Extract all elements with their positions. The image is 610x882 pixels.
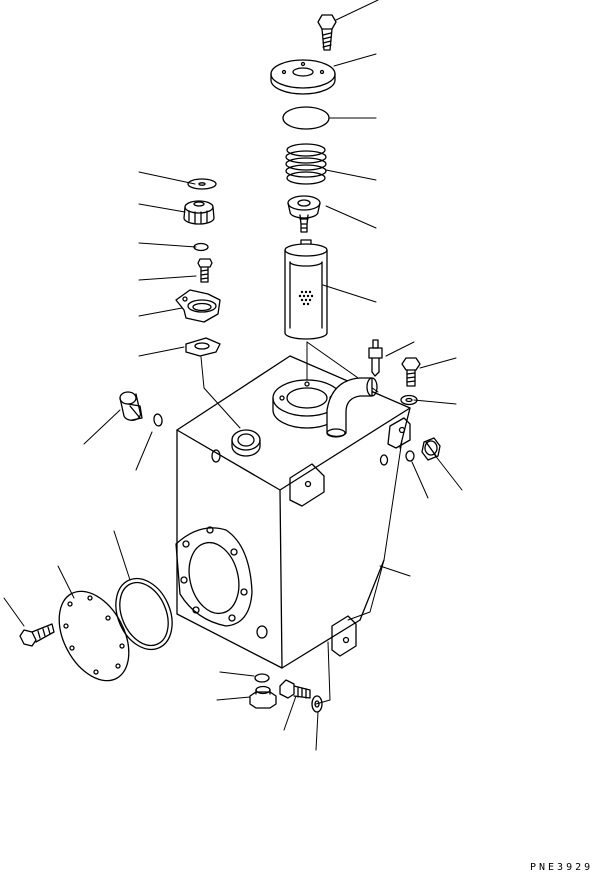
cover-plate [271, 60, 335, 94]
inspection-opening [176, 527, 252, 626]
drain-washer [312, 696, 322, 712]
drawing-code: PNE3929 [530, 862, 594, 873]
top-left-port [232, 430, 260, 456]
spring [286, 144, 326, 184]
breather-flange [176, 290, 220, 322]
bracket-center [290, 464, 324, 506]
bracket-bottom [332, 616, 356, 656]
o-ring-small [194, 244, 208, 251]
return-elbow [327, 378, 377, 437]
side-plug [120, 392, 142, 420]
bracket-right [388, 418, 410, 448]
filter-element [285, 240, 327, 339]
inspection-cover [45, 580, 143, 693]
right-plug [422, 438, 440, 460]
filter-perforations [298, 290, 314, 306]
breather-cap [184, 201, 214, 224]
gasket [283, 107, 329, 129]
right-o-ring [406, 451, 414, 461]
front-hole [257, 626, 267, 638]
drain-bolt [280, 680, 310, 698]
bolt-small [198, 259, 212, 282]
tank-body [177, 356, 410, 668]
cap-bolt [318, 15, 336, 50]
cover-bolt [20, 624, 54, 646]
assembly-lines [201, 342, 402, 704]
side-o-ring [153, 413, 163, 426]
washer-top [188, 179, 216, 189]
flange-gasket [186, 338, 220, 356]
drain-o-ring [255, 674, 269, 682]
leader-lines [4, 0, 462, 750]
right-bolt [402, 358, 420, 386]
bypass-valve [288, 196, 320, 232]
drain-plug [250, 687, 276, 709]
right-washer [401, 396, 417, 405]
air-vent-valve [369, 340, 382, 376]
top-holes [212, 450, 388, 465]
cover-o-ring [105, 570, 183, 659]
